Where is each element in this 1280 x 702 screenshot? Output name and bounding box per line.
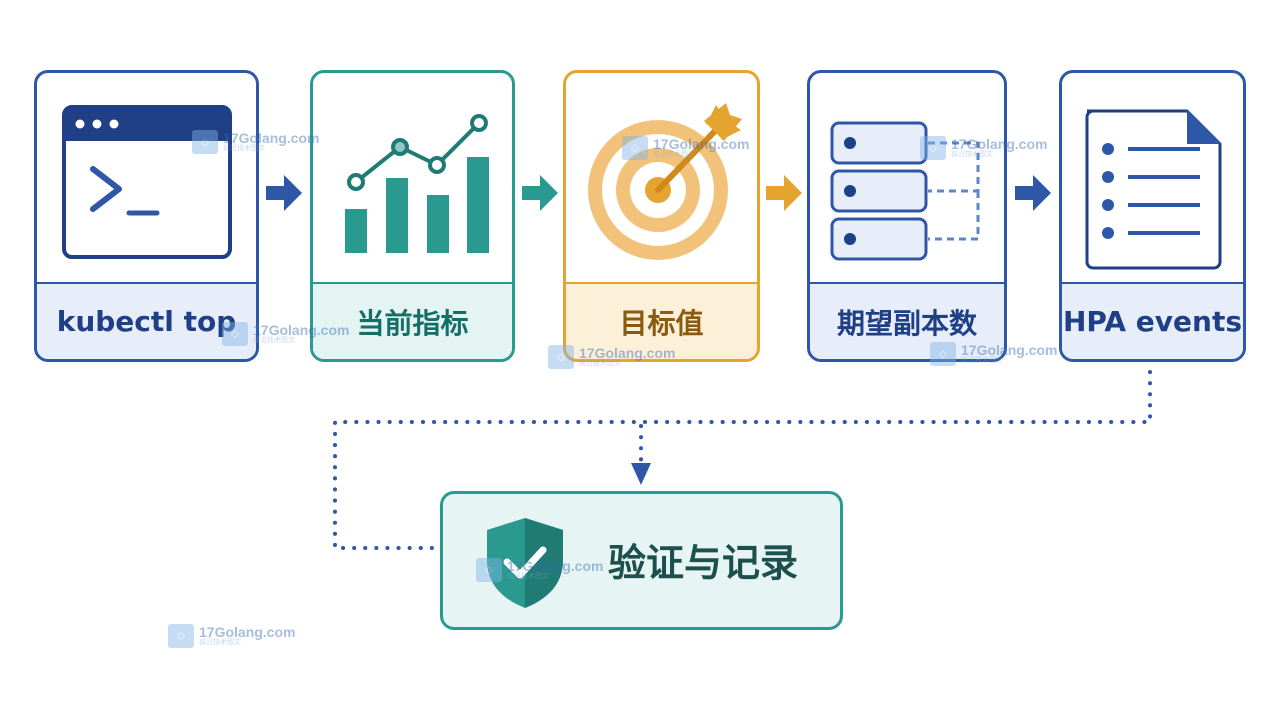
watermark-sub: 前沿技术图文 <box>951 151 993 158</box>
watermark-logo-icon: ◇ <box>920 136 946 160</box>
watermark-sub: 前沿技术图文 <box>579 360 621 367</box>
step-kubectl-top: kubectl top <box>34 70 259 362</box>
watermark-logo-icon: ◇ <box>622 136 648 160</box>
watermark-text: 17Golang.com <box>507 558 604 574</box>
watermark-text: 17Golang.com <box>961 342 1058 358</box>
result-label: 验证与记录 <box>608 541 799 585</box>
watermark-sub: 前沿技术图文 <box>223 145 265 152</box>
step-label: kubectl top <box>37 282 256 359</box>
arrow-right-icon <box>1015 175 1051 211</box>
server-stack-icon <box>830 121 980 261</box>
watermark-sub: 前沿技术图文 <box>253 337 295 344</box>
watermark-logo-icon: ◇ <box>168 624 194 648</box>
watermark-logo-icon: ◇ <box>222 322 248 346</box>
terminal-icon <box>62 105 232 259</box>
watermark-logo-icon: ◇ <box>476 558 502 582</box>
watermark-sub: 前沿技术图文 <box>961 357 1003 364</box>
target-icon <box>588 103 742 260</box>
watermark-text: 17Golang.com <box>223 130 320 146</box>
step-label: HPA events <box>1062 282 1243 359</box>
watermark-text: 17Golang.com <box>653 136 750 152</box>
watermark-text: 17Golang.com <box>579 345 676 361</box>
watermark-text: 17Golang.com <box>951 136 1048 152</box>
result-verify-record: 验证与记录 <box>440 491 843 630</box>
step-label: 当前指标 <box>313 282 512 359</box>
watermark-logo-icon: ◇ <box>930 342 956 366</box>
watermark-logo-icon: ◇ <box>192 130 218 154</box>
watermark-text: 17Golang.com <box>253 322 350 338</box>
step-desired-replicas: 期望副本数 <box>807 70 1007 362</box>
step-label: 目标值 <box>566 282 757 359</box>
watermark-sub: 前沿技术图文 <box>199 639 241 646</box>
watermark-text: 17Golang.com <box>199 624 296 640</box>
step-hpa-events: HPA events <box>1059 70 1246 362</box>
watermark-logo-icon: ◇ <box>548 345 574 369</box>
shield-check-icon <box>487 518 563 608</box>
step-label: 期望副本数 <box>810 282 1004 359</box>
document-list-icon <box>1085 109 1222 270</box>
step-current-metrics: 当前指标 <box>310 70 515 362</box>
arrow-right-icon <box>766 175 802 211</box>
arrow-right-icon <box>266 175 302 211</box>
bar-line-chart-icon <box>345 114 489 253</box>
watermark-sub: 前沿技术图文 <box>653 151 695 158</box>
step-target-value: 目标值 <box>563 70 760 362</box>
arrow-right-icon <box>522 175 558 211</box>
watermark-sub: 前沿技术图文 <box>507 573 549 580</box>
